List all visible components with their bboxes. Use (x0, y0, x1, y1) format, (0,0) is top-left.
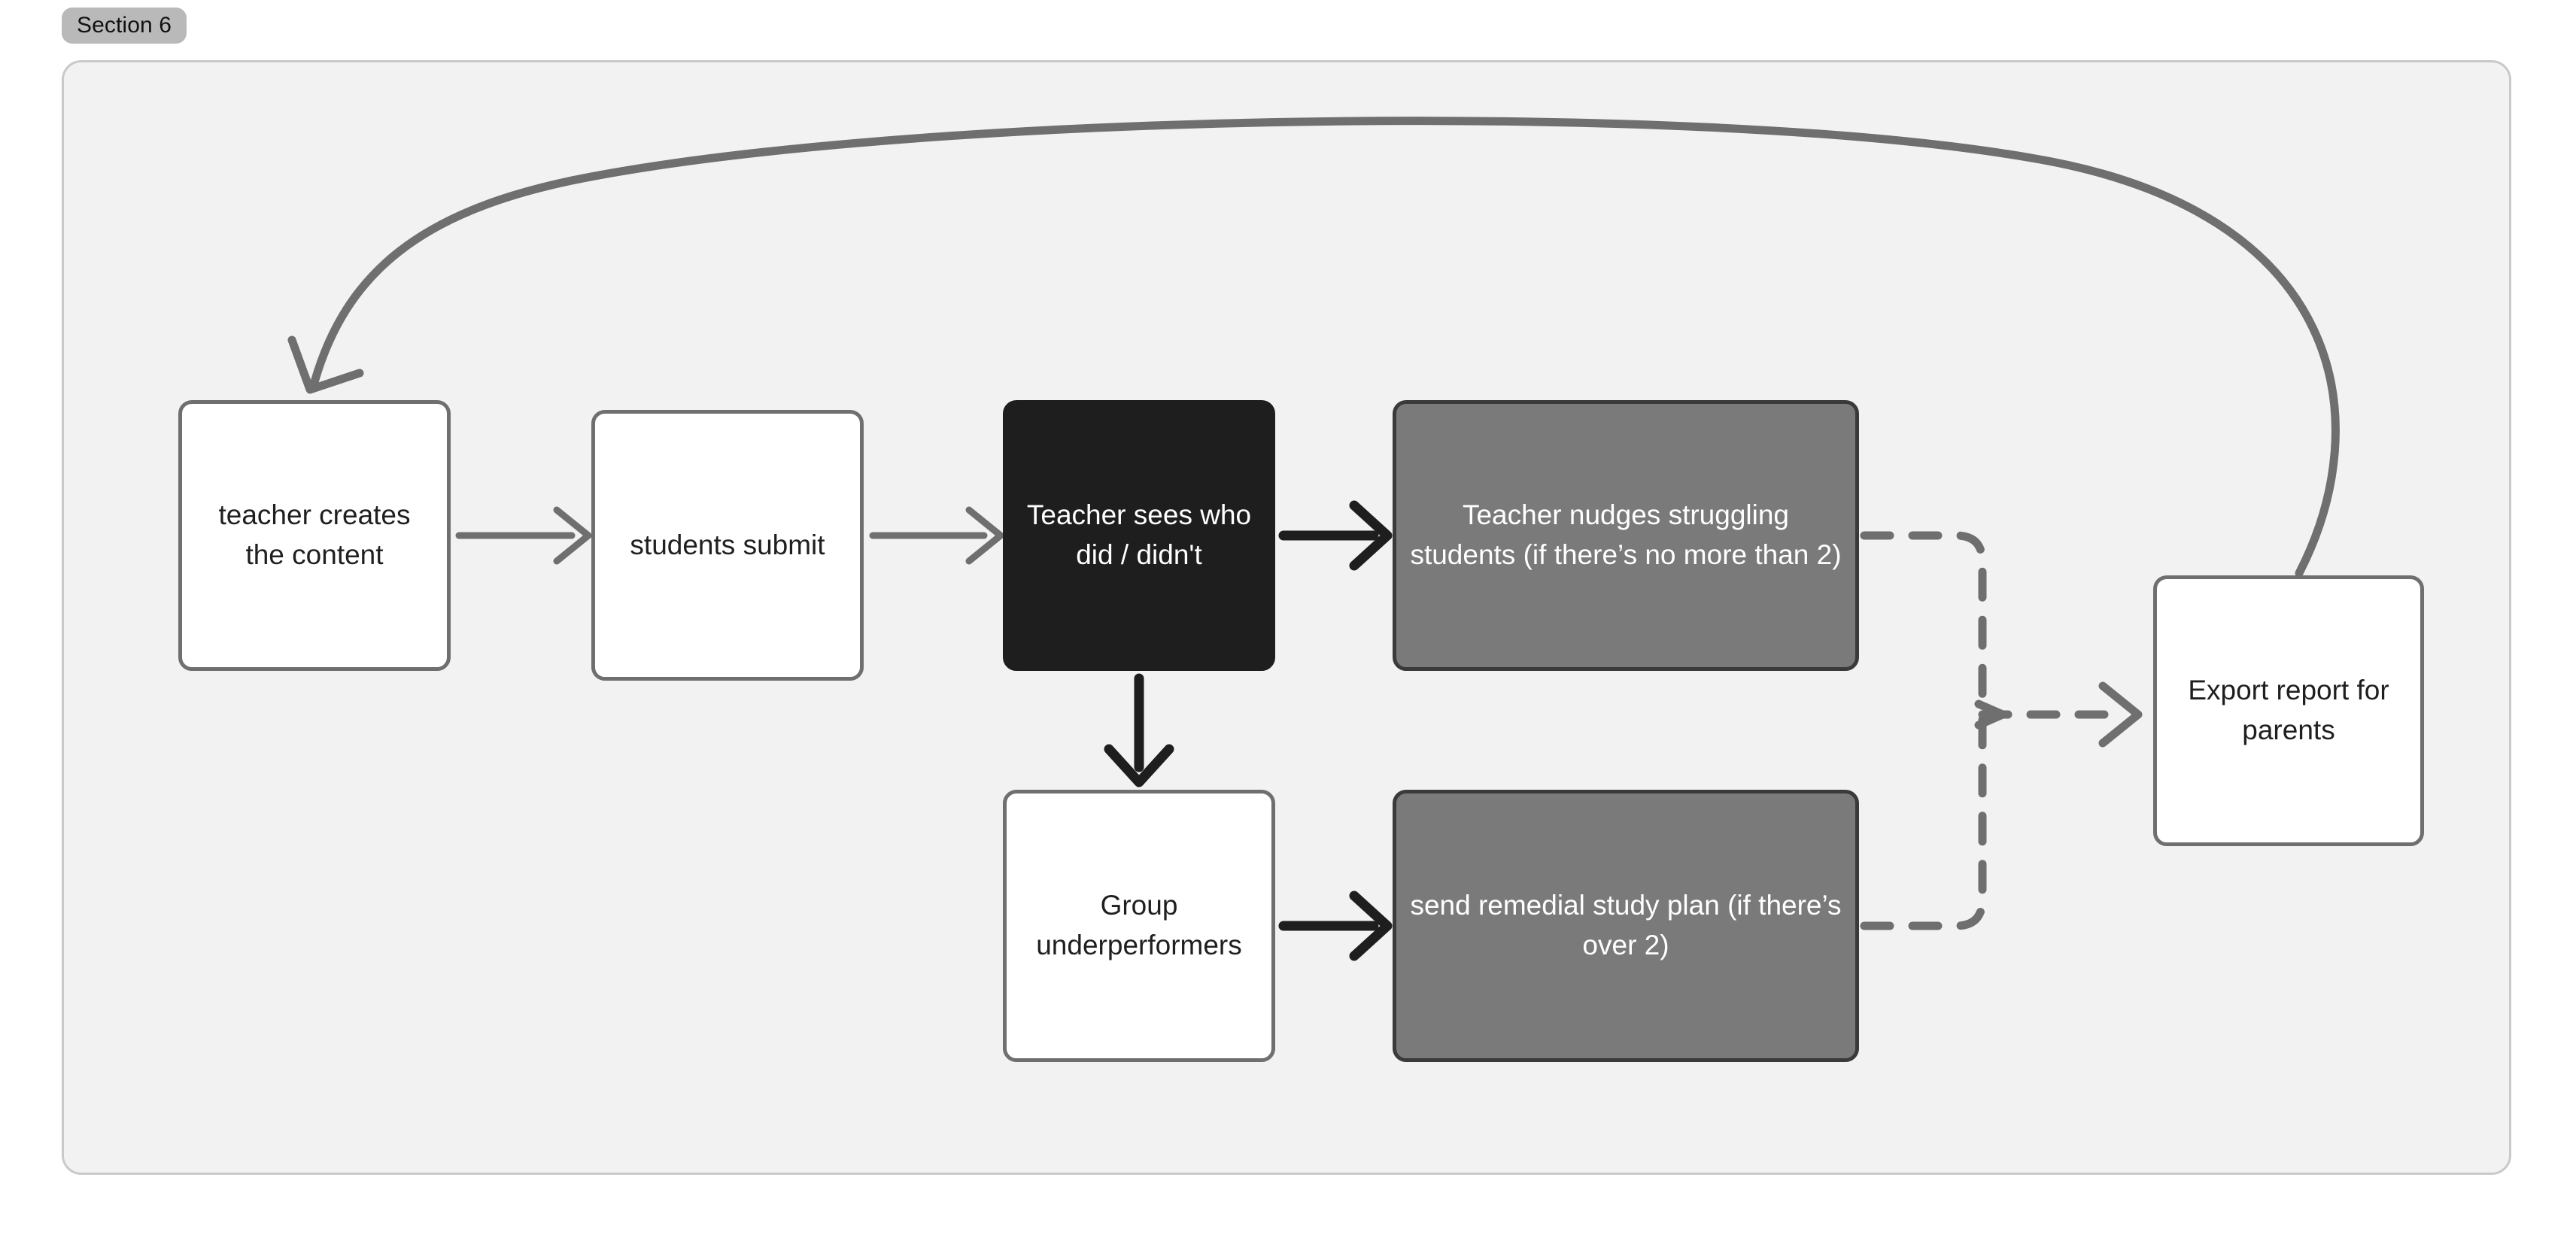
node-teacher-creates-content[interactable]: teacher creates the content (178, 400, 451, 671)
node-export-report-for-parents[interactable]: Export report for parents (2153, 575, 2424, 846)
node-label: teacher creates the content (218, 499, 411, 570)
node-label: Teacher sees who did / didn't (1026, 499, 1252, 570)
node-label: students submit (630, 529, 825, 560)
node-students-submit[interactable]: students submit (591, 410, 864, 681)
node-group-underperformers[interactable]: Group underperformers (1003, 790, 1275, 1062)
node-label: send remedial study plan (if there’s ove… (1410, 890, 1842, 960)
node-teacher-nudges-struggling-students[interactable]: Teacher nudges struggling students (if t… (1393, 400, 1859, 671)
section-badge[interactable]: Section 6 (62, 8, 187, 44)
node-teacher-sees-who-did[interactable]: Teacher sees who did / didn't (1003, 400, 1275, 671)
node-label: Teacher nudges struggling students (if t… (1410, 499, 1842, 570)
node-label: Export report for parents (2188, 675, 2389, 745)
node-label: Group underperformers (1036, 890, 1242, 960)
node-send-remedial-study-plan[interactable]: send remedial study plan (if there’s ove… (1393, 790, 1859, 1062)
